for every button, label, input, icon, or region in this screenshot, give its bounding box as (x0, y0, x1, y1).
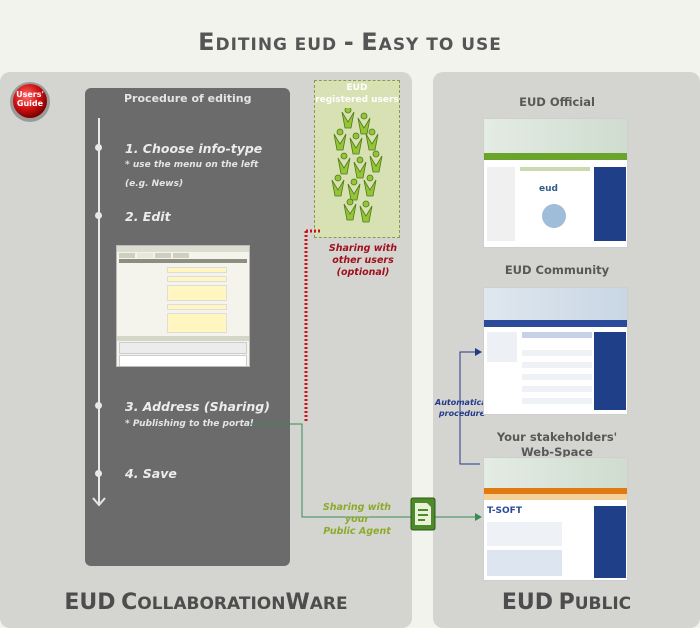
automatical-procedure-label: Automatical procedure (435, 398, 490, 418)
step-dot (95, 402, 102, 409)
stakeholders-screenshot: T-SOFT (483, 457, 628, 581)
user-icons (331, 108, 383, 223)
step-dot (95, 212, 102, 219)
procedure-title: Procedure of editing (124, 92, 252, 105)
sharing-users-label: Sharing with other users (optional) (328, 243, 398, 278)
users-guide-badge-icon (10, 82, 50, 122)
editor-screenshot (116, 245, 250, 367)
registered-users-title: EUD registered users (315, 83, 399, 105)
users-guide-button[interactable]: Users' Guide (8, 80, 52, 124)
procedure-timeline (98, 118, 100, 503)
sharing-agent-label: Sharing with your Public Agent (322, 502, 392, 537)
step-1-note: * use the menu on the left (125, 160, 259, 170)
step-4: 4. Save (125, 466, 177, 481)
collaborationware-footer: EUD COLLABORATIONWARE (64, 590, 348, 615)
document-icon (410, 497, 436, 531)
arrow-down-icon (92, 497, 106, 507)
eud-community-screenshot (483, 287, 628, 415)
step-dot (95, 470, 102, 477)
step-3-note: * Publishing to the portal (125, 419, 254, 429)
step-1: 1. Choose info-type (125, 141, 263, 156)
public-footer: EUD PUBLIC (501, 590, 632, 615)
step-3: 3. Address (Sharing) (125, 399, 270, 414)
step-dot (95, 144, 102, 151)
eud-official-screenshot: eud (483, 118, 628, 248)
stakeholders-title: Your stakeholders' Web-Space (496, 430, 618, 459)
badge-line1: Users' (16, 90, 44, 99)
eud-official-title: EUD Official (519, 95, 595, 109)
page-title: EDITING EUD - EASY TO USE (198, 28, 502, 56)
step-2: 2. Edit (125, 209, 171, 224)
eud-community-title: EUD Community (504, 263, 610, 277)
badge-line2: Guide (16, 99, 44, 108)
step-1-example: (e.g. News) (125, 179, 184, 189)
